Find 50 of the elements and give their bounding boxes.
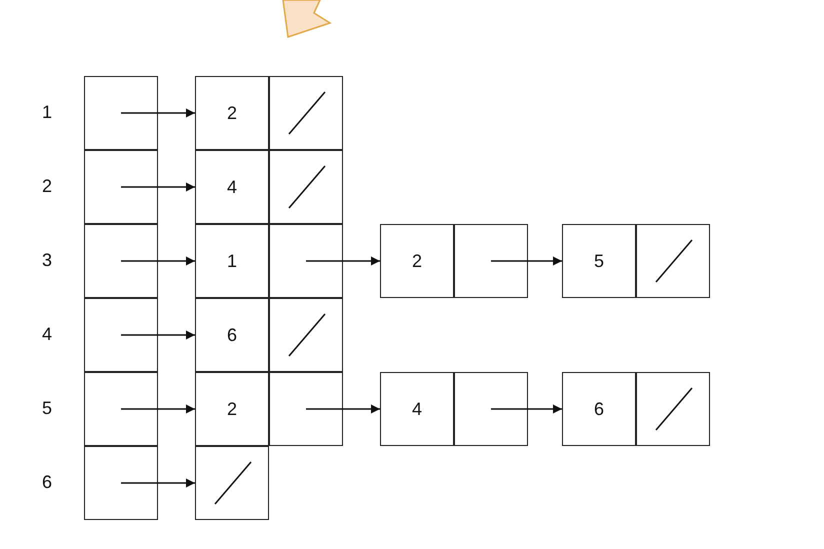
pointer-cell bbox=[84, 76, 158, 150]
row-index: 3 bbox=[42, 250, 52, 271]
null-pointer-cell bbox=[269, 76, 343, 150]
list-node-cell bbox=[195, 150, 269, 224]
node-value: 2 bbox=[412, 250, 422, 272]
list-node-cell bbox=[562, 224, 636, 298]
arrow bbox=[491, 404, 562, 414]
list-node-cell bbox=[195, 298, 269, 372]
arrow bbox=[121, 182, 195, 192]
arrow bbox=[121, 256, 195, 266]
pointer-cell bbox=[84, 224, 158, 298]
pointer-cell bbox=[454, 224, 528, 298]
arrow bbox=[306, 404, 380, 414]
null-pointer-cell bbox=[636, 372, 710, 446]
arrow bbox=[491, 256, 562, 266]
row-index: 2 bbox=[42, 176, 52, 197]
null-pointer-cell bbox=[269, 298, 343, 372]
node-value: 6 bbox=[226, 324, 237, 346]
row-index: 6 bbox=[42, 472, 52, 493]
arrow bbox=[121, 108, 195, 118]
arrow bbox=[121, 478, 195, 488]
list-node-cell bbox=[380, 372, 454, 446]
node-value: 2 bbox=[226, 398, 237, 420]
node-value: 4 bbox=[226, 176, 237, 198]
arrow bbox=[121, 330, 195, 340]
null-pointer-cell bbox=[636, 224, 710, 298]
list-node-cell bbox=[380, 224, 454, 298]
null-pointer-cell bbox=[195, 446, 269, 520]
list-node-cell bbox=[195, 372, 269, 446]
pointer-cell bbox=[84, 150, 158, 224]
node-value: 2 bbox=[226, 102, 237, 124]
node-value: 5 bbox=[594, 250, 604, 272]
row-index: 5 bbox=[42, 398, 52, 419]
row-index: 1 bbox=[42, 102, 52, 123]
pointer-cell bbox=[84, 446, 158, 520]
arrow bbox=[306, 256, 380, 266]
null-pointer-cell bbox=[269, 150, 343, 224]
pointer-cell bbox=[84, 372, 158, 446]
pointer-cell bbox=[269, 224, 343, 298]
pointer-cell bbox=[84, 298, 158, 372]
pointer-cell bbox=[454, 372, 528, 446]
list-node-cell bbox=[195, 76, 269, 150]
arrow bbox=[121, 404, 195, 414]
list-node-cell bbox=[195, 224, 269, 298]
node-value: 1 bbox=[226, 250, 237, 272]
node-value: 6 bbox=[594, 398, 604, 420]
list-node-cell bbox=[562, 372, 636, 446]
node-value: 4 bbox=[412, 398, 422, 420]
row-index: 4 bbox=[42, 324, 52, 345]
pointer-cell bbox=[269, 372, 343, 446]
